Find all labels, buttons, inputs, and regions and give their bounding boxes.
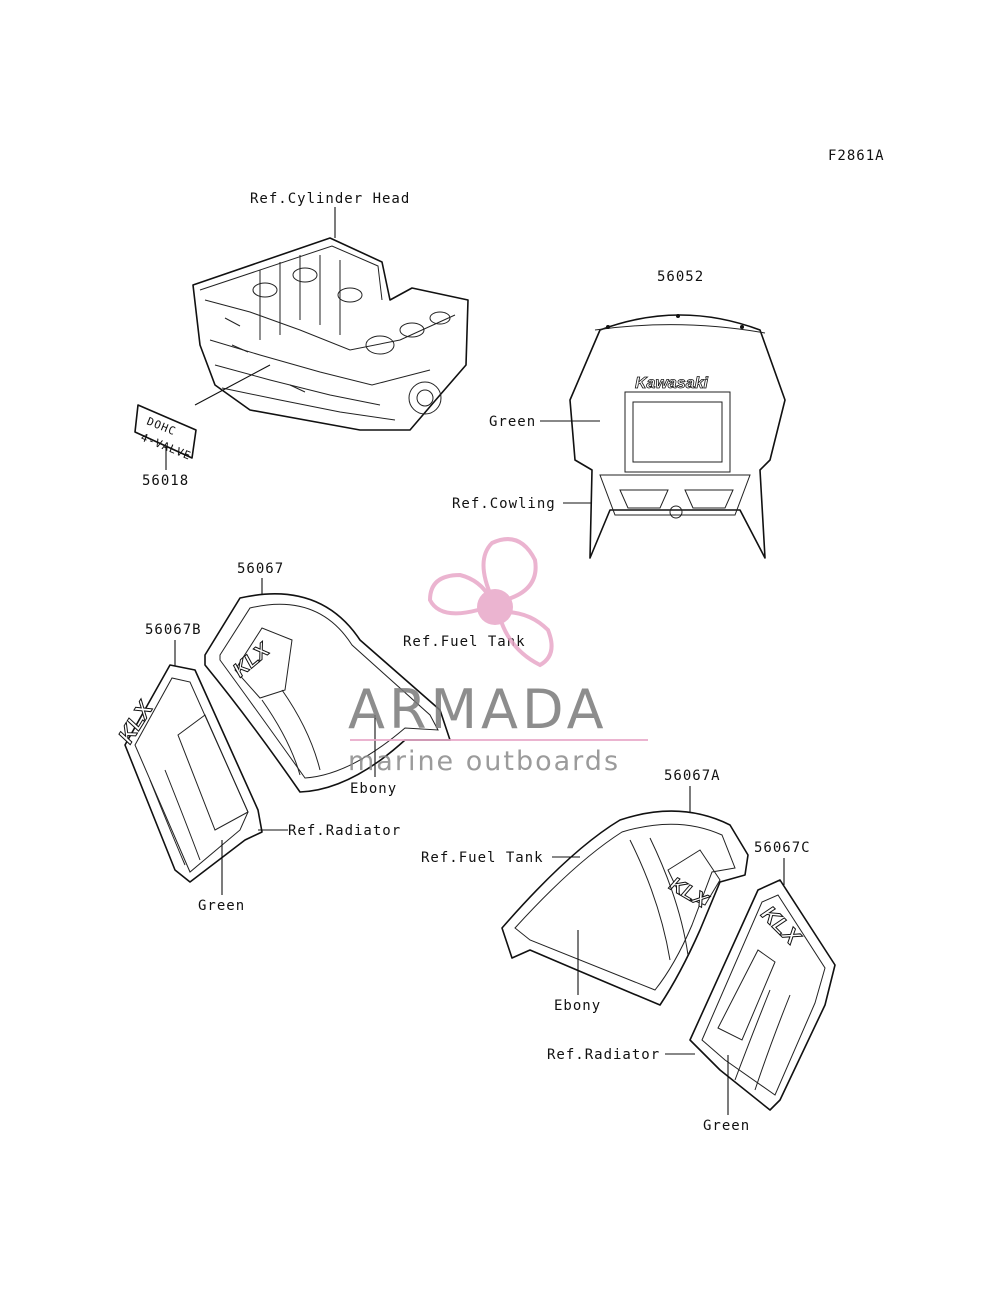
propeller-hub	[477, 589, 513, 625]
label-ref-fuel-tank-left: Ref.Fuel Tank	[403, 634, 526, 650]
label-ref-fuel-tank-right: Ref.Fuel Tank	[421, 850, 544, 866]
label-56018: 56018	[142, 473, 189, 489]
label-ref-cowling: Ref.Cowling	[452, 496, 556, 512]
label-green-right: Green	[703, 1118, 750, 1134]
label-56067c: 56067C	[754, 840, 811, 856]
label-56052: 56052	[657, 269, 704, 285]
armada-watermark: ARMADA marine outboards	[348, 537, 648, 777]
figure-code: F2861A	[828, 148, 885, 164]
label-56067: 56067	[237, 561, 284, 577]
kawasaki-logo: Kawasaki	[635, 375, 708, 392]
propeller-logo	[427, 537, 554, 668]
label-ref-radiator-right: Ref.Radiator	[547, 1047, 660, 1063]
left-radiator-shroud-drawing: KLX	[113, 664, 263, 883]
right-tank-shroud-drawing: KLX	[501, 810, 749, 1006]
label-green-left: Green	[198, 898, 245, 914]
label-ref-cylinder-head: Ref.Cylinder Head	[250, 191, 410, 207]
label-green-cowling: Green	[489, 414, 536, 430]
cylinder-head-drawing	[192, 237, 469, 431]
label-ref-radiator-left: Ref.Radiator	[288, 823, 401, 839]
watermark-subtitle: marine outboards	[348, 746, 620, 777]
watermark-title: ARMADA	[348, 678, 608, 741]
label-56067b: 56067B	[145, 622, 202, 638]
left-tank-shroud-drawing: KLX	[204, 593, 451, 793]
leader-dohc-decal	[194, 364, 271, 406]
cowling-drawing: Kawasaki	[569, 314, 786, 559]
label-56067a: 56067A	[664, 768, 721, 784]
label-ebony-left: Ebony	[350, 781, 397, 797]
label-ebony-right: Ebony	[554, 998, 601, 1014]
right-radiator-shroud-drawing: KLX	[689, 879, 836, 1111]
dohc-decal: DOHC 4-VALVE	[134, 404, 197, 463]
